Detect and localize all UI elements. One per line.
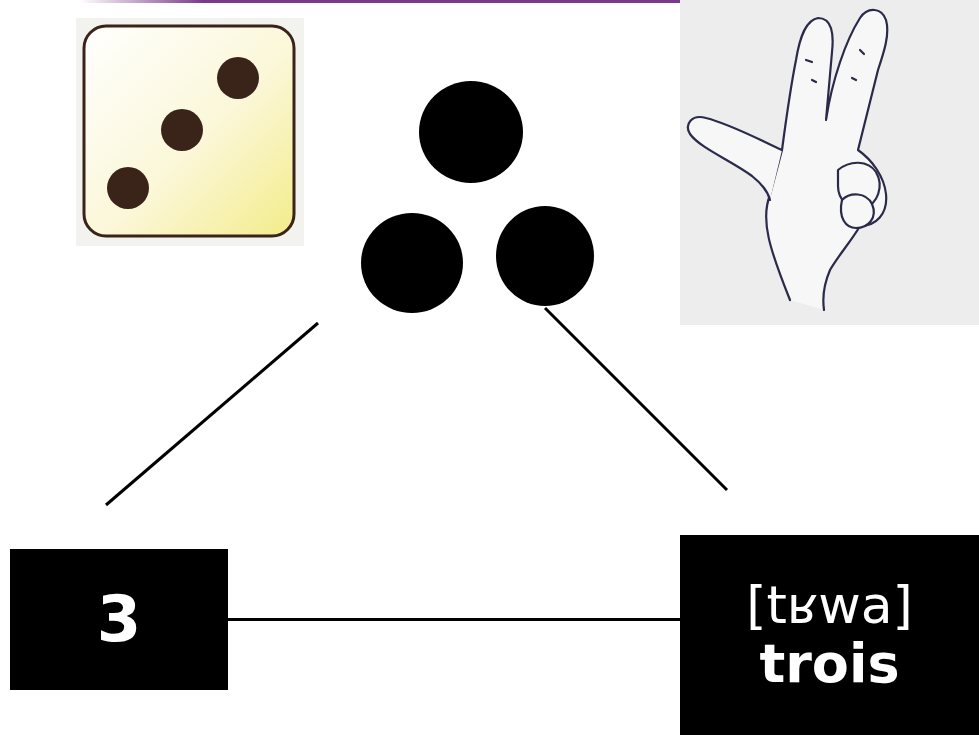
quantity-dots — [361, 81, 594, 313]
word-box: [tʁwa]trois — [680, 535, 979, 735]
link-line — [228, 618, 680, 621]
node-label: 3 — [97, 584, 142, 654]
hand-picture — [680, 0, 979, 325]
link-line — [545, 308, 727, 490]
die-picture — [76, 18, 304, 246]
numeral-box: 3 — [10, 549, 228, 690]
node-label: [tʁwa] — [746, 577, 913, 634]
node-sublabel: trois — [759, 634, 899, 693]
link-line — [106, 323, 318, 505]
